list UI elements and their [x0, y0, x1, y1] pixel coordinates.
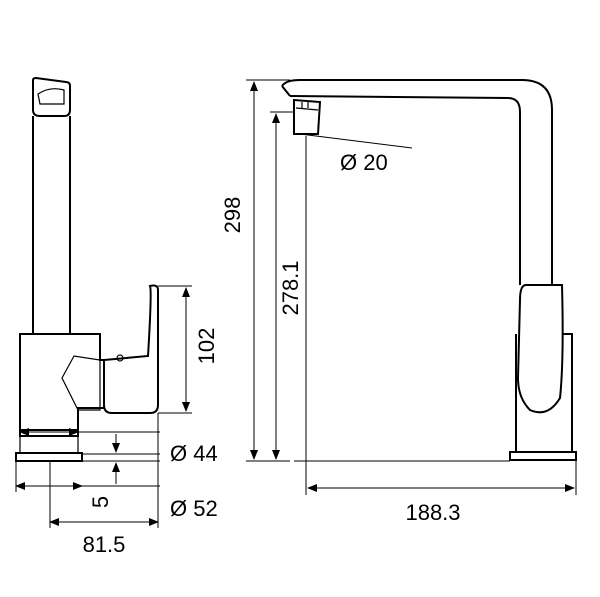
label-5: 5 [88, 496, 113, 508]
label-298: 298 [220, 197, 245, 234]
label-d52: Ø 52 [170, 496, 218, 521]
dimension-278-1: 278.1 [270, 111, 510, 462]
label-188-3: 188.3 [405, 500, 460, 525]
side-view [15, 76, 159, 462]
dimension-base: Ø 44 5 Ø 52 [15, 428, 218, 521]
dimension-102: 102 [158, 285, 219, 414]
dimension-188-3: 188.3 [305, 136, 577, 525]
dimension-81-5: 81.5 [15, 413, 159, 557]
label-81-5: 81.5 [83, 532, 126, 557]
label-102: 102 [194, 328, 219, 365]
label-d44: Ø 44 [170, 441, 218, 466]
label-d20: Ø 20 [340, 150, 388, 175]
dimension-d20: Ø 20 [299, 133, 413, 175]
front-view [281, 79, 577, 461]
label-278-1: 278.1 [278, 260, 303, 315]
dimension-298: 298 [220, 79, 290, 462]
